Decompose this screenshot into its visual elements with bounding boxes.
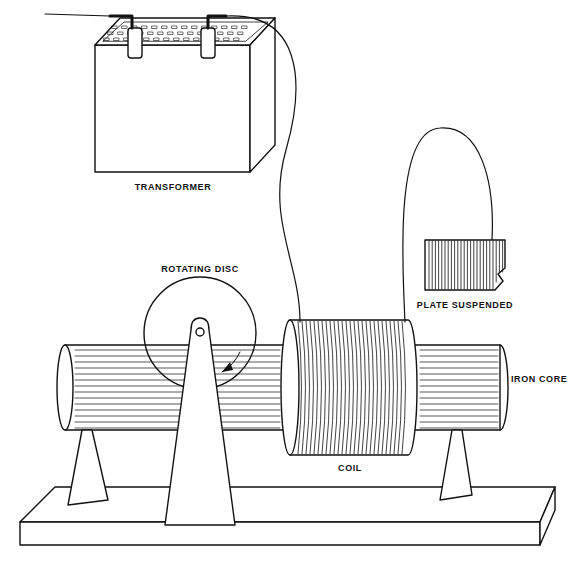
transformer-cell <box>224 38 229 41</box>
coil-turn <box>314 321 318 454</box>
transformer-cell <box>184 38 189 41</box>
transformer-terminal <box>110 16 226 58</box>
plate-stripe <box>441 241 442 289</box>
disc-stand <box>165 318 235 525</box>
coil-turn <box>334 321 338 454</box>
coil-turn <box>370 321 374 454</box>
coil-turn <box>302 321 306 454</box>
plate-stripe <box>464 241 465 289</box>
coil-turn <box>346 321 350 454</box>
plate-stripe <box>483 241 484 289</box>
transformer-cell <box>172 26 177 29</box>
coil-turn <box>330 321 334 454</box>
coil-turn <box>358 321 362 454</box>
transformer-cell <box>142 26 147 29</box>
transformer-cell <box>192 26 197 29</box>
transformer-cell <box>174 38 179 41</box>
transformer-cell <box>194 38 199 41</box>
transformer-cell <box>154 38 159 41</box>
transformer-cell <box>152 26 157 29</box>
plate-stripe <box>438 241 439 289</box>
transformer-cell <box>162 26 167 29</box>
plate-stripe <box>486 241 487 289</box>
plate-stripe <box>435 241 436 289</box>
transformer-cell <box>238 32 243 35</box>
transformer-cell <box>148 32 153 35</box>
plate-stripe <box>496 241 497 282</box>
transformer-cell <box>122 26 127 29</box>
part-label: ROTATING DISC <box>160 264 239 275</box>
transformer-cell <box>218 32 223 35</box>
plate-stripe <box>470 241 471 289</box>
plate-stripe <box>480 241 481 289</box>
transformer-cell <box>178 32 183 35</box>
plate-stripe <box>477 241 478 289</box>
coil-turn <box>354 321 358 454</box>
part-label: TRANSFORMER <box>134 182 213 193</box>
transformer-cell <box>228 32 233 35</box>
coil-turn <box>338 321 342 454</box>
transformer-cell <box>118 32 123 35</box>
plate-stripe <box>445 241 446 289</box>
coil-turn <box>374 321 378 454</box>
transformer-cell <box>158 32 163 35</box>
coil-turn <box>390 321 394 454</box>
coil-turn <box>322 321 326 454</box>
part-label: COIL <box>337 463 363 474</box>
coil-turn <box>398 321 402 454</box>
plate-stripe <box>502 241 503 272</box>
coil-turn <box>318 321 322 454</box>
plate-stripe <box>429 241 430 289</box>
part-label: PLATE SUSPENDED <box>416 300 514 311</box>
transformer-cell <box>222 26 227 29</box>
plate-stripe <box>454 241 455 289</box>
transformer-cell <box>114 38 119 41</box>
coil-turn <box>402 321 406 454</box>
transformer-cell <box>188 32 193 35</box>
transformer-cell <box>242 26 247 29</box>
transformer-cell <box>168 32 173 35</box>
transformer-cell <box>104 38 109 41</box>
plate-stripe <box>461 241 462 289</box>
transformer-cell <box>234 38 239 41</box>
coil-turn <box>306 321 310 454</box>
plate-stripe <box>467 241 468 289</box>
plate-stripe <box>457 241 458 289</box>
coil-turn <box>386 321 390 454</box>
plate-stripe <box>493 241 494 289</box>
plate-stripe <box>499 241 500 272</box>
transformer-cell <box>164 38 169 41</box>
coil-turn <box>382 321 386 454</box>
transformer-cell <box>182 26 187 29</box>
plate-stripe <box>473 241 474 289</box>
plate-stripe <box>448 241 449 289</box>
plate-stripe <box>489 241 490 289</box>
coil-turn <box>350 321 354 454</box>
coil-turn <box>394 321 398 454</box>
coil-turn <box>362 321 366 454</box>
part-label: IRON CORE <box>510 374 568 385</box>
plate-stripe <box>432 241 433 289</box>
coil-turn <box>342 321 346 454</box>
coil <box>281 320 417 455</box>
transformer-cell <box>108 32 113 35</box>
coil-turn <box>326 321 330 454</box>
suspended-plate <box>425 240 505 290</box>
coil-turn <box>310 321 314 454</box>
transformer-cell <box>144 38 149 41</box>
plate-stripe <box>451 241 452 289</box>
transformer-cell <box>232 26 237 29</box>
transformer-cell <box>112 26 117 29</box>
coil-turn <box>366 321 370 454</box>
coil-turn <box>378 321 382 454</box>
transformer-box <box>95 18 275 172</box>
